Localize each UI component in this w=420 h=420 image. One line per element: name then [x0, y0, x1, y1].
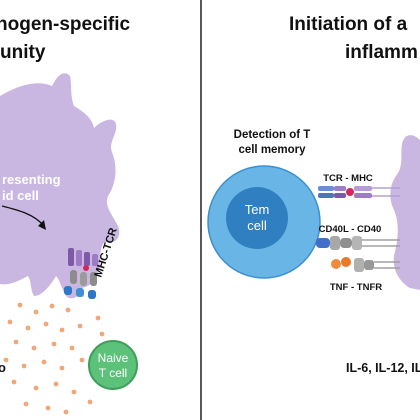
- edge-text-fragment: o: [0, 360, 6, 375]
- cytokines-label: IL-6, IL-12, IL-: [346, 361, 420, 375]
- tem-label-line2: cell: [247, 218, 267, 233]
- naive-t-cell: [88, 340, 138, 390]
- mhc-tcr-receptor-cluster: [64, 248, 98, 299]
- tem-cell-nucleus: [226, 187, 288, 249]
- left-panel: resenting id cell MHC-TCR Naive T cell: [0, 14, 138, 415]
- naive-label-line2: T cell: [99, 366, 127, 380]
- tnf-label: TNF - TNFR: [330, 282, 382, 293]
- right-title-line2: inflamm: [345, 42, 418, 63]
- cd40-label: CD40L - CD40: [319, 224, 382, 235]
- apc-label-line2: id cell: [2, 188, 39, 203]
- right-apc-cell: [390, 135, 420, 290]
- naive-label-line1: Naive: [98, 351, 129, 365]
- tem-label-line1: Tem: [245, 202, 270, 217]
- cd40-receptor: [316, 236, 400, 250]
- apc-label-line1: resenting: [2, 172, 61, 187]
- tcr-mhc-label: TCR - MHC: [323, 173, 373, 184]
- left-title-line1: hogen-specific: [0, 14, 131, 35]
- antigen-presenting-cell: [0, 73, 120, 299]
- cytokine-dots-left: [3, 302, 105, 415]
- detection-label-line1: Detection of T: [234, 129, 311, 141]
- detection-label-line2: cell memory: [238, 144, 306, 156]
- left-title-line2: unity: [0, 42, 46, 63]
- tcr-mhc-receptor: [318, 186, 400, 198]
- arrowhead-icon: [38, 220, 46, 230]
- right-title-line1: Initiation of a: [289, 14, 408, 35]
- right-panel: Detection of T cell memory Tem cell TCR …: [207, 14, 420, 375]
- tnf-receptor: [331, 257, 400, 272]
